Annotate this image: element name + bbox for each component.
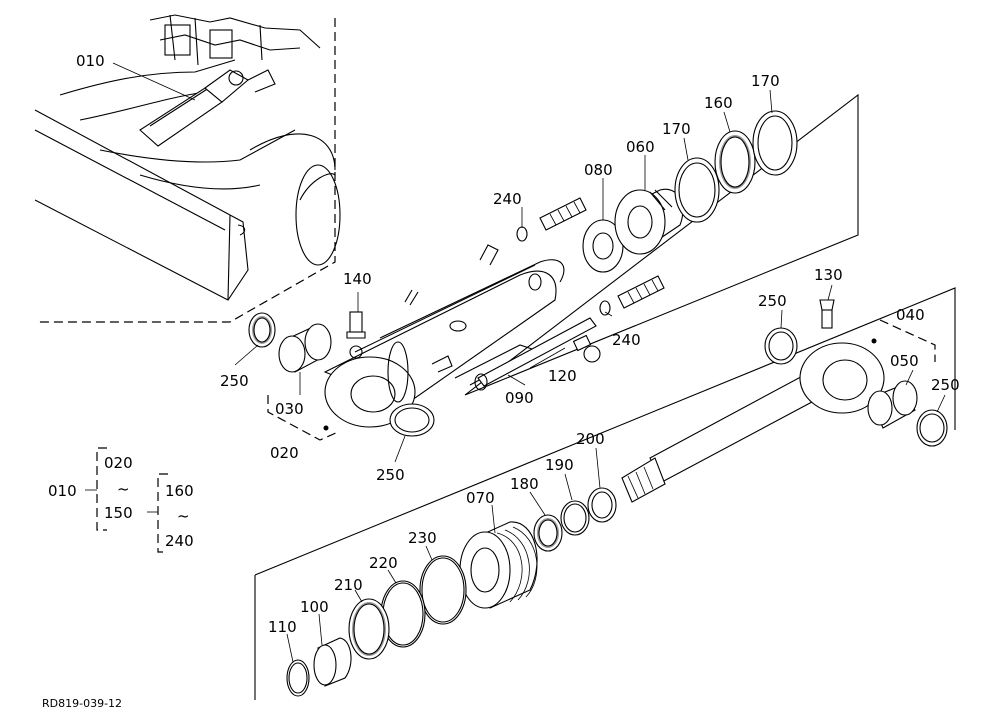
legend-labels: 010 020 ~ 150 160 ~ 240 bbox=[48, 454, 194, 550]
piston-stack bbox=[582, 110, 798, 273]
legend-group1-start: 020 bbox=[104, 454, 133, 472]
label-110: 110 bbox=[268, 618, 297, 636]
label-250-bottom: 250 bbox=[376, 466, 405, 484]
label-180: 180 bbox=[510, 475, 539, 493]
label-170-upper: 170 bbox=[751, 72, 780, 90]
label-190: 190 bbox=[545, 456, 574, 474]
left-bushing bbox=[248, 312, 435, 437]
label-160: 160 bbox=[704, 94, 733, 112]
label-250-right: 250 bbox=[931, 376, 960, 394]
drawing-code: RD819-039-12 bbox=[42, 697, 122, 710]
legend-group2-start: 160 bbox=[165, 482, 194, 500]
label-250-rod: 250 bbox=[758, 292, 787, 310]
label-230: 230 bbox=[408, 529, 437, 547]
label-050: 050 bbox=[890, 352, 919, 370]
label-040: 040 bbox=[896, 306, 925, 324]
rod-guide-stack bbox=[286, 487, 617, 697]
label-240-upper: 240 bbox=[493, 190, 522, 208]
legend-group1-end: 150 bbox=[104, 504, 133, 522]
legend-group2-end: 240 bbox=[165, 532, 194, 550]
label-130: 130 bbox=[814, 266, 843, 284]
label-220: 220 bbox=[369, 554, 398, 572]
label-250-left: 250 bbox=[220, 372, 249, 390]
legend-tree bbox=[85, 447, 168, 553]
label-210: 210 bbox=[334, 576, 363, 594]
assembly-panels bbox=[254, 93, 956, 700]
label-200: 200 bbox=[576, 430, 605, 448]
legend-group1-tilde: ~ bbox=[117, 480, 130, 498]
label-140: 140 bbox=[343, 270, 372, 288]
label-060: 060 bbox=[626, 138, 655, 156]
label-240-lower: 240 bbox=[612, 331, 641, 349]
legend-group2-tilde: ~ bbox=[177, 507, 190, 525]
label-070: 070 bbox=[466, 489, 495, 507]
label-030: 030 bbox=[275, 400, 304, 418]
label-010: 010 bbox=[76, 52, 105, 70]
label-100: 100 bbox=[300, 598, 329, 616]
cylinder-tube bbox=[323, 244, 565, 428]
machine-inset bbox=[34, 14, 341, 323]
part-labels: 010 020 030 040 050 060 070 080 090 100 … bbox=[76, 52, 960, 636]
leader-lines bbox=[234, 89, 946, 663]
pipe-assembly bbox=[474, 197, 665, 391]
label-170-lower: 170 bbox=[662, 120, 691, 138]
label-020: 020 bbox=[270, 444, 299, 462]
label-090: 090 bbox=[505, 389, 534, 407]
label-080: 080 bbox=[584, 161, 613, 179]
legend-root: 010 bbox=[48, 482, 77, 500]
label-120: 120 bbox=[548, 367, 577, 385]
